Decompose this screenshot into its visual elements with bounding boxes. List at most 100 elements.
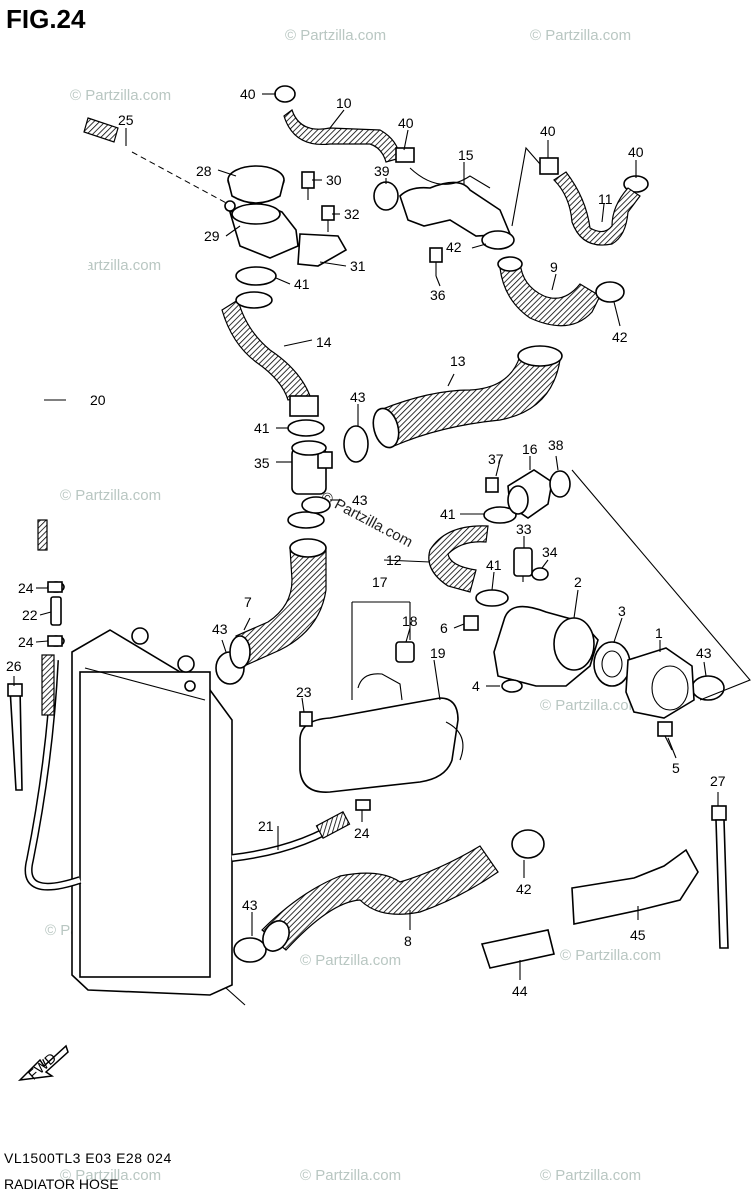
part-41-clamp (475, 589, 509, 607)
part-24-clamp (47, 581, 63, 593)
callout-43: 43 (242, 897, 258, 913)
part-29-filler-neck (224, 200, 299, 259)
callout-15: 15 (458, 147, 474, 163)
part-40-clamp (395, 147, 415, 163)
part-42-clamp (511, 829, 545, 859)
footer-model-code: VL1500TL3 E03 E28 024 (4, 1150, 172, 1166)
callout-30: 30 (326, 172, 342, 188)
callout-42: 42 (612, 329, 628, 345)
part-40-clamp (274, 85, 296, 103)
part-24-clamp (47, 635, 63, 647)
callout-35: 35 (254, 455, 270, 471)
part-45-pad (571, 848, 699, 925)
callout-3: 3 (618, 603, 626, 619)
callout-32: 32 (344, 206, 360, 222)
callout-24: 24 (354, 825, 370, 841)
watermark-text: © Partzilla.com (560, 947, 661, 964)
part-7-hose (229, 538, 327, 669)
part-10-hose (283, 109, 401, 163)
callout-1: 1 (655, 625, 663, 641)
leader-line (571, 469, 751, 701)
callout-31: 31 (350, 258, 366, 274)
callout-26: 26 (6, 658, 22, 674)
part-43-clamp (233, 937, 267, 963)
callout-2: 2 (574, 574, 582, 590)
watermark-text: © Partzilla.com (70, 87, 171, 104)
callout-14: 14 (316, 334, 332, 350)
watermark-text: © Partzilla.com (540, 697, 641, 714)
callout-27: 27 (710, 773, 726, 789)
callout-6: 6 (440, 620, 448, 636)
part-42-clamp (595, 281, 625, 303)
callout-45: 45 (630, 927, 646, 943)
callout-23: 23 (296, 684, 312, 700)
part-26-tie (7, 683, 23, 791)
callout-40: 40 (628, 144, 644, 160)
callout-24: 24 (18, 634, 34, 650)
part-41-clamp (235, 266, 277, 286)
part-43-clamp (301, 496, 331, 514)
callout-40: 40 (540, 123, 556, 139)
part-3-thermostat (593, 641, 631, 687)
callout-leaders-small (35, 587, 52, 643)
part-43-clamp (343, 425, 369, 463)
callout-44: 44 (512, 983, 528, 999)
part-23-bolt (299, 711, 313, 727)
part-28-cap (227, 165, 285, 204)
leader-lines (13, 93, 719, 980)
callout-19: 19 (430, 645, 446, 661)
callout-34: 34 (542, 544, 558, 560)
callout-43: 43 (212, 621, 228, 637)
callout-42: 42 (446, 239, 462, 255)
callout-29: 29 (204, 228, 220, 244)
callout-28: 28 (196, 163, 212, 179)
part-5-bolt (657, 721, 673, 751)
part-6-bolt (463, 615, 479, 631)
part-2-thermostat-housing (493, 605, 599, 687)
callout-10: 10 (336, 95, 352, 111)
callout-22: 22 (22, 607, 38, 623)
part-42-clamp (481, 230, 515, 250)
watermark-text: © Partzilla.com (60, 487, 161, 504)
callout-4: 4 (472, 678, 480, 694)
callout-41: 41 (294, 276, 310, 292)
callout-16: 16 (522, 441, 538, 457)
part-41-clamp (483, 506, 517, 524)
callout-40: 40 (240, 86, 256, 102)
callout-labels: 40 10 40 15 40 40 11 39 42 36 9 42 28 30… (6, 86, 726, 999)
callout-42: 42 (516, 881, 532, 897)
callout-41: 41 (486, 557, 502, 573)
watermark-text: © Partzilla.com (300, 1167, 401, 1184)
callout-37: 37 (488, 451, 504, 467)
leader-line (511, 146, 541, 227)
callout-9: 9 (550, 259, 558, 275)
part-44-pad (480, 929, 555, 969)
callout-12: 12 (386, 552, 402, 568)
callout-5: 5 (672, 760, 680, 776)
callout-41: 41 (254, 420, 270, 436)
part-9-hose (497, 256, 601, 327)
part-8-hose (261, 845, 499, 952)
part-41-clamp (287, 419, 325, 437)
callout-43: 43 (696, 645, 712, 661)
callout-8: 8 (404, 933, 412, 949)
part-16-joint (507, 469, 553, 519)
callout-43: 43 (350, 389, 366, 405)
part-12-hose (428, 525, 489, 593)
part-40-clamp (539, 157, 559, 175)
callout-36: 36 (430, 287, 446, 303)
callout-20: 20 (90, 392, 106, 408)
part-39-gasket (373, 181, 399, 211)
watermarks: © Partzilla.com © Partzilla.com © Partzi… (45, 27, 661, 1184)
footer-section-title: RADIATOR HOSE (4, 1176, 119, 1192)
callout-43: 43 (352, 492, 368, 508)
part-18-cap (395, 641, 415, 663)
fwd-arrow-icon: FWD (17, 1044, 69, 1083)
part-27-tie (711, 805, 729, 949)
part-4-o-ring (501, 679, 523, 693)
part-15-pipe (399, 167, 512, 237)
callout-40: 40 (398, 115, 414, 131)
part-34-gasket (531, 567, 549, 581)
part-36-bolt (429, 247, 443, 276)
callout-21: 21 (258, 818, 274, 834)
